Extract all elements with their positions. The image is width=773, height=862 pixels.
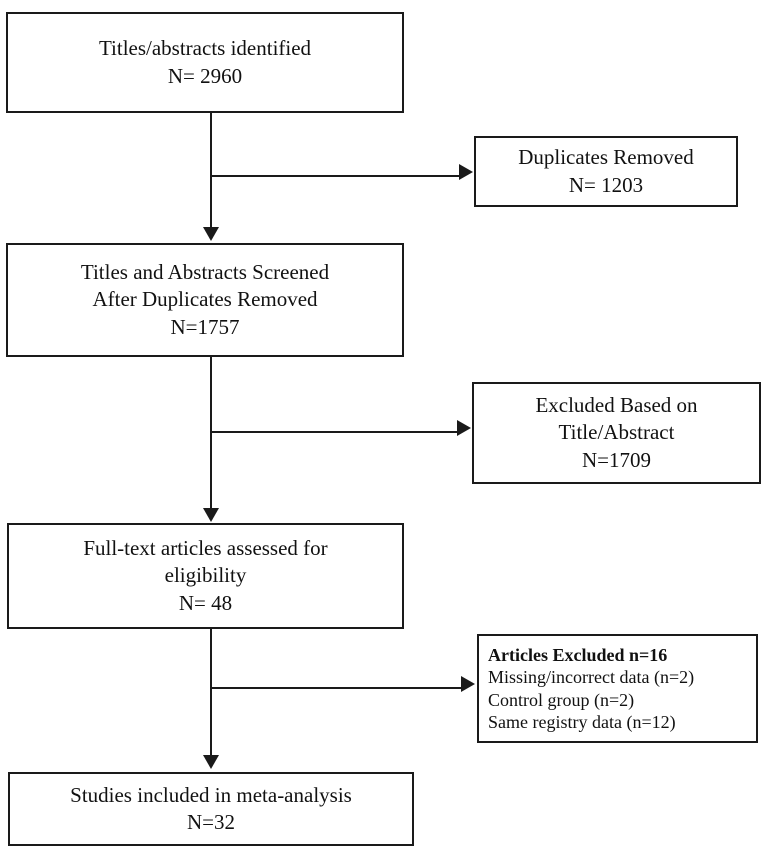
node-line-count: N=32 [186,810,235,834]
node-line: Titles/abstracts identified [98,36,312,61]
node-line-count: N= 2960 [167,63,243,88]
node-line: Title/Abstract [558,420,675,445]
connector-screened-to-fulltext [210,357,212,510]
node-articles-excluded: Articles Excluded n=16 Missing/incorrect… [477,634,758,743]
arrowhead-right-icon [457,420,471,436]
arrowhead-right-icon [459,164,473,180]
node-line: Excluded Based on [535,393,698,418]
node-titles-abstracts-screened: Titles and Abstracts Screened After Dupl… [6,243,404,357]
node-line-count: N= 1203 [568,172,644,197]
node-line: eligibility [164,563,247,588]
articles-excluded-reason: Same registry data (n=12) [488,711,676,732]
connector-identified-to-screened [210,113,212,227]
node-line: Titles and Abstracts Screened [80,260,330,285]
node-fulltext-assessed: Full-text articles assessed for eligibil… [7,523,404,629]
arrowhead-right-icon [461,676,475,692]
arrowhead-down-icon [203,508,219,522]
node-line-count: N=1709 [581,447,651,472]
articles-excluded-reason: Control group (n=2) [488,689,635,710]
node-studies-included: Studies included in meta-analysis N=32 [8,772,414,846]
node-titles-abstracts-identified: Titles/abstracts identified N= 2960 [6,12,404,113]
node-line: Studies included in meta-analysis [70,782,352,807]
connector-screened-to-excluded [210,431,460,433]
node-excluded-title-abstract: Excluded Based on Title/Abstract N=1709 [472,382,761,484]
node-line: Full-text articles assessed for [83,536,328,561]
articles-excluded-reason: Missing/incorrect data (n=2) [488,667,695,688]
connector-fulltext-to-included [210,629,212,757]
connector-identified-to-duplicates [210,175,462,177]
node-line: After Duplicates Removed [92,287,318,312]
node-line: Duplicates Removed [518,145,694,170]
node-line-count: N= 48 [178,590,233,615]
node-line-count: N=1757 [170,314,240,339]
arrowhead-down-icon [203,755,219,769]
connector-fulltext-to-articles-excluded [210,687,463,689]
arrowhead-down-icon [203,227,219,241]
node-duplicates-removed: Duplicates Removed N= 1203 [474,136,738,207]
articles-excluded-heading: Articles Excluded n=16 [488,644,668,665]
